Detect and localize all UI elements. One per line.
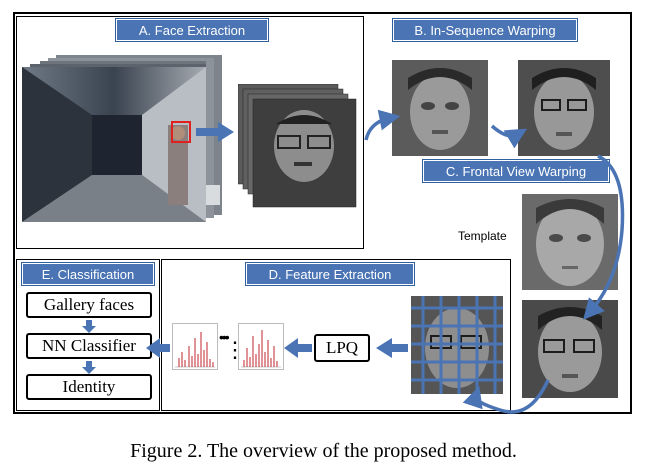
label-frontal-view-warping: C. Frontal View Warping <box>422 159 610 183</box>
template-label: Template <box>458 229 507 243</box>
gridded-face <box>411 296 503 394</box>
warping-face-2 <box>518 60 610 156</box>
identity-box: Identity <box>26 374 152 400</box>
figure-border <box>13 12 632 414</box>
horizontal-ellipsis-icon: ••• <box>219 329 230 345</box>
hallway-video-frames <box>22 55 222 222</box>
extracted-face-stack <box>237 83 358 209</box>
figure-caption: Figure 2. The overview of the proposed m… <box>130 440 517 462</box>
nn-classifier-box: NN Classifier <box>26 333 152 359</box>
frontal-face-result <box>522 300 618 398</box>
label-in-sequence-warping: B. In-Sequence Warping <box>392 18 578 42</box>
detected-face-box <box>171 121 191 143</box>
warping-face-1 <box>392 60 488 156</box>
label-feature-extraction: D. Feature Extraction <box>245 262 415 286</box>
label-classification: E. Classification <box>21 262 155 286</box>
lpq-histogram-2 <box>238 323 284 370</box>
template-face <box>522 194 618 290</box>
lpq-box: LPQ <box>314 334 370 362</box>
lpq-histogram-1 <box>172 323 218 370</box>
label-face-extraction: A. Face Extraction <box>115 18 269 42</box>
gallery-faces-box: Gallery faces <box>26 292 152 318</box>
